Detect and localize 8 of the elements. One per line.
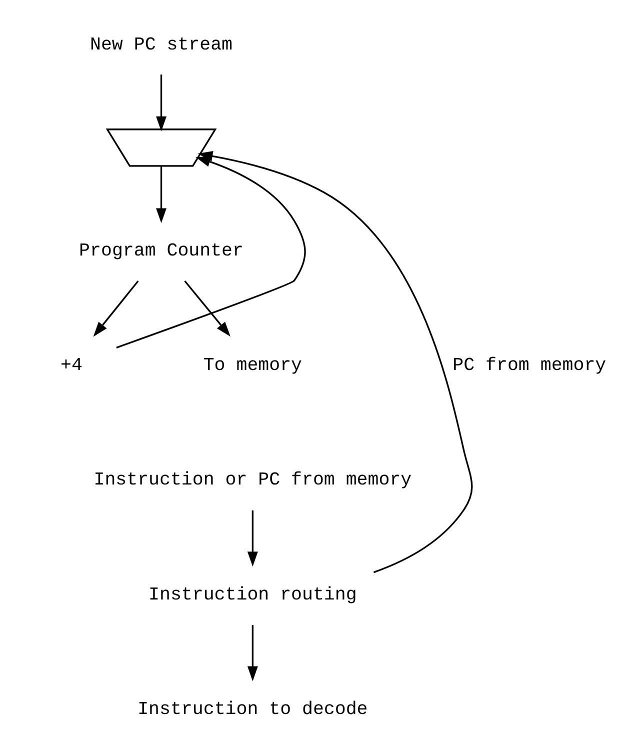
node-text: New PC stream <box>90 35 232 56</box>
node-text: Program Counter <box>78 241 243 262</box>
node-text: To memory <box>202 356 302 376</box>
node-text: Instruction routing <box>148 585 356 606</box>
node-text: Instruction to decode <box>137 700 368 720</box>
node-text: +4 <box>60 356 82 376</box>
edge-label: PC from memory <box>452 356 606 376</box>
node-text: Instruction or PC from memory <box>93 470 412 491</box>
